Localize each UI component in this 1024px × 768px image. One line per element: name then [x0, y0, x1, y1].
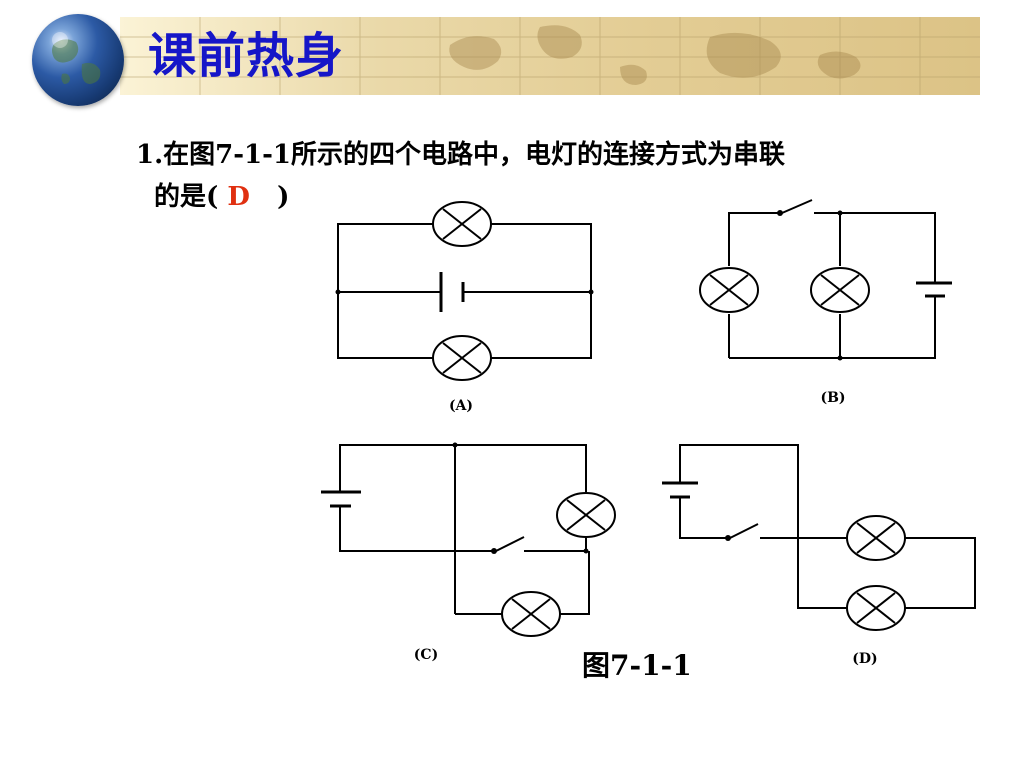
label-c: (C) — [414, 647, 438, 663]
question-number: 1. — [136, 140, 164, 170]
question-line-1: 1.在图7-1-1所示的四个电路中，电灯的连接方式为串联 — [136, 134, 976, 176]
label-a: (A) — [449, 398, 473, 414]
lamp-icon — [846, 585, 906, 631]
banner-map-grid — [120, 17, 980, 95]
battery-icon — [439, 272, 465, 312]
globe-icon — [32, 14, 124, 106]
circuit-a — [337, 223, 592, 359]
lamp-icon — [699, 267, 759, 313]
battery-icon — [916, 272, 952, 298]
question-suffix: ) — [277, 182, 290, 212]
junction-dot — [588, 289, 594, 295]
lamp-icon — [501, 591, 561, 637]
junction-dot — [837, 210, 843, 216]
page-title: 课前热身 — [148, 28, 345, 84]
junction-dot — [452, 442, 458, 448]
label-d: (D) — [852, 651, 877, 667]
lamp-icon — [810, 267, 870, 313]
question-text: 在图7-1-1所示的四个电路中，电灯的连接方式为串联 — [163, 140, 786, 170]
answer-text: D — [227, 182, 250, 212]
circuit-b — [728, 199, 936, 359]
battery-icon — [321, 490, 361, 508]
lamp-icon — [432, 335, 492, 381]
lamp-icon — [846, 515, 906, 561]
circuit-d — [679, 444, 976, 609]
lamp-icon — [556, 492, 616, 538]
switch-icon — [491, 548, 497, 554]
question-line-2: 的是( D ) — [154, 176, 289, 218]
junction-dot — [583, 548, 589, 554]
junction-dot — [335, 289, 341, 295]
lamp-icon — [432, 201, 492, 247]
header-banner — [120, 17, 980, 95]
label-b: (B) — [820, 390, 845, 406]
junction-dot — [837, 355, 843, 361]
switch-icon — [725, 535, 731, 541]
switch-icon — [777, 210, 783, 216]
figure-caption: 图7-1-1 — [582, 649, 692, 682]
circuit-c — [339, 444, 590, 615]
question-prefix: 的是( — [154, 182, 219, 212]
battery-icon — [662, 481, 698, 499]
